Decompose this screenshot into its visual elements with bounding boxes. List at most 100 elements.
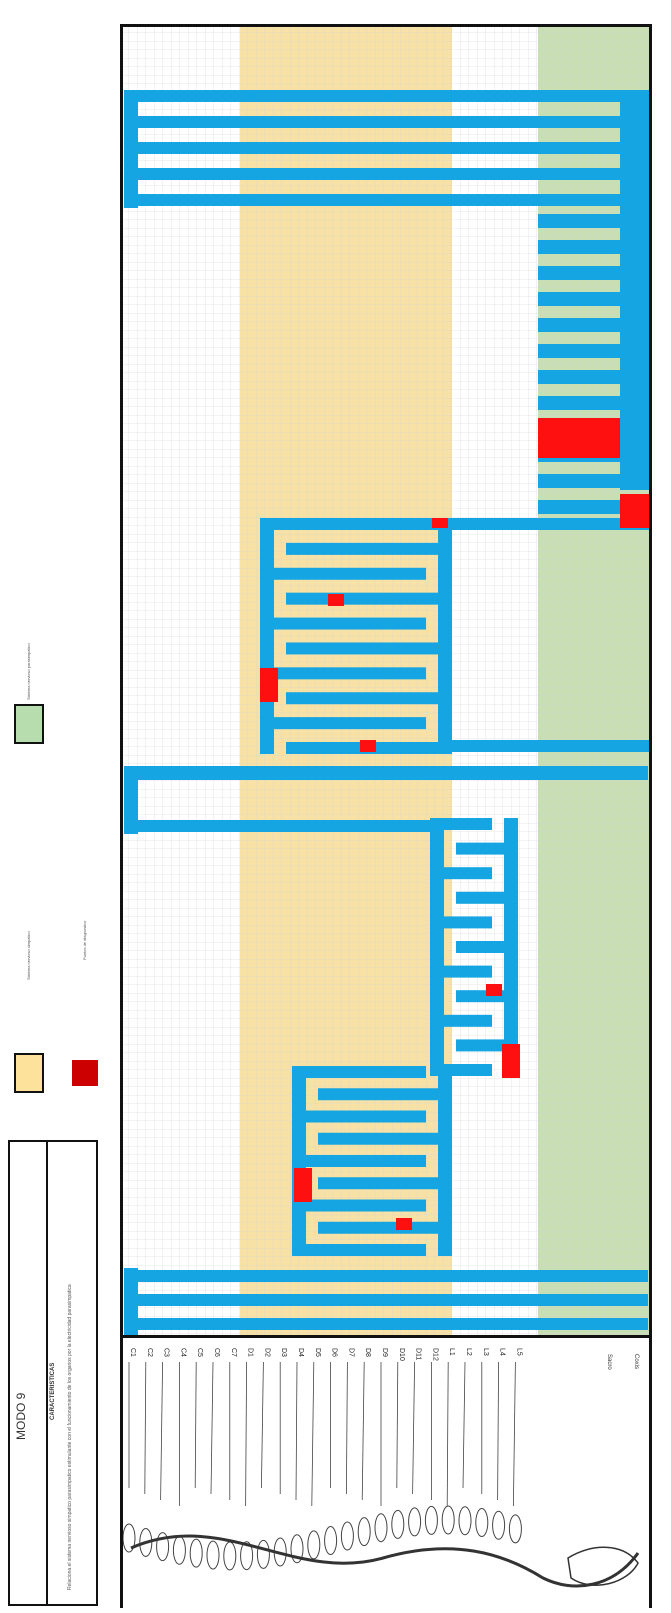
sym-lower-bar-3: [318, 1133, 452, 1145]
diagnostic-point-3: [328, 594, 344, 606]
sacro-label: Sacro: [606, 1354, 612, 1370]
diagnostic-point-7: [502, 1044, 520, 1078]
vertebra-arrow-l2: [463, 1362, 465, 1488]
vertebra-label-l5: L5: [515, 1348, 522, 1356]
diagnostic-point-6: [486, 984, 502, 996]
vertebra-d10: [392, 1510, 404, 1538]
vertebra-label-d4: D4: [297, 1348, 304, 1357]
vertebra-label-c4: C4: [179, 1348, 186, 1357]
vertebra-arrow-c3: [161, 1362, 163, 1500]
sym-middle-bar-0: [430, 818, 492, 830]
diagnostic-point-5: [360, 740, 376, 752]
parasympathetic-swatch: [14, 704, 44, 744]
vertebra-label-l1: L1: [448, 1348, 455, 1356]
vertebra-label-c3: C3: [163, 1348, 170, 1357]
top-long-bar-4: [124, 194, 648, 206]
vertebra-label-d1: D1: [247, 1348, 254, 1357]
vertebra-l4: [493, 1511, 505, 1539]
bottom-long-bar-2: [124, 1318, 648, 1330]
vertebra-d2: [257, 1540, 269, 1568]
vertebra-arrow-d4: [296, 1362, 297, 1500]
vertebra-label-d10: D10: [398, 1348, 405, 1361]
vertebra-l5: [509, 1515, 521, 1543]
vertebra-arrow-d5: [312, 1362, 314, 1506]
vertebra-label-d5: D5: [314, 1348, 321, 1357]
vertebra-d7: [341, 1522, 353, 1550]
vertebra-label-d8: D8: [364, 1348, 371, 1357]
vertebra-label-c2: C2: [146, 1348, 153, 1357]
vertebra-arrow-d2: [261, 1362, 263, 1488]
sym-upper-bar-4: [260, 618, 426, 630]
parasym-bar-1: [538, 240, 628, 254]
pathway-grid: [120, 24, 652, 1338]
sym-upper-connector: [420, 518, 650, 530]
vertebra-arrow-l1: [447, 1362, 448, 1506]
vertebra-arrow-d10: [397, 1362, 398, 1488]
parasym-bar-6: [538, 370, 628, 384]
vertebra-label-c5: C5: [196, 1348, 203, 1357]
sym-upper-bar-2: [260, 568, 426, 580]
sym-middle-bar-4: [430, 916, 492, 928]
sym-middle-bar-1: [456, 843, 518, 855]
vertebra-arrow-l5: [513, 1362, 515, 1506]
vertebra-d11: [409, 1508, 421, 1536]
sym-lower-bar-0: [292, 1066, 426, 1078]
sym-middle-bar-3: [456, 892, 518, 904]
top-left-rail: [124, 90, 138, 208]
vertebra-c6: [207, 1541, 219, 1569]
top-long-bar-2: [124, 142, 648, 154]
vertebra-label-d11: D11: [415, 1348, 422, 1360]
vertebra-label-d3: D3: [280, 1348, 287, 1357]
vertebra-arrow-d7: [346, 1362, 347, 1494]
vertebra-label-d12: D12: [431, 1348, 438, 1361]
legend-panel: MODO 9 CARACTERISTICAS Relaciona el sist…: [0, 0, 110, 1608]
vertebra-arrow-c6: [211, 1362, 213, 1494]
sym-middle-bar-8: [430, 1015, 492, 1027]
sym-upper-bottom-connector: [452, 740, 650, 752]
mode-title: MODO 9: [14, 1393, 28, 1440]
spine-panel: C1C2C3C4C5C6C7D1D2D3D4D5D6D7D8D9D10D11D1…: [120, 1338, 652, 1608]
sym-upper-bar-0: [260, 518, 426, 530]
sym-upper-bar-1: [286, 543, 452, 555]
sym-upper-bar-7: [286, 692, 452, 704]
diagnostic-point-swatch: [72, 1060, 98, 1086]
vertebra-label-d2: D2: [263, 1348, 270, 1357]
vertebra-label-c6: C6: [213, 1348, 220, 1357]
diagnostic-point-0: [538, 418, 620, 458]
vertebra-c4: [173, 1536, 185, 1564]
mid-long-bar-0: [124, 766, 648, 780]
sym-lower-bar-8: [292, 1244, 426, 1256]
vertebra-label-d7: D7: [347, 1348, 354, 1357]
diagnostic-point-2: [432, 518, 448, 528]
vertebra-label-d6: D6: [331, 1348, 338, 1357]
sym-middle-left-rail: [430, 818, 444, 1076]
diagnostic-point-label: Puntos de diagnostico: [82, 921, 87, 960]
vertebra-c5: [190, 1539, 202, 1567]
vertebra-label-d9: D9: [381, 1348, 388, 1357]
characteristics-heading: CARACTERISTICAS: [50, 1363, 56, 1420]
top-long-bar-3: [124, 168, 648, 180]
parasym-bar-7: [538, 396, 628, 410]
nerve-pathway-diagram: [120, 24, 652, 1338]
diagnostic-point-8: [294, 1168, 312, 1202]
parasym-bar-5: [538, 344, 628, 358]
sym-lower-bar-7: [318, 1222, 452, 1234]
vertebra-label-l2: L2: [465, 1348, 472, 1356]
parasym-bar-4: [538, 318, 628, 332]
vertebra-arrow-c2: [145, 1362, 146, 1494]
diagnostic-point-4: [260, 668, 278, 702]
sympathetic-label: Sistema nervioso simpatico: [26, 931, 31, 980]
sym-lower-bar-2: [292, 1111, 426, 1123]
sym-lower-bar-1: [318, 1088, 452, 1100]
bottom-long-bar-0: [124, 1270, 648, 1282]
parasym-bar-0: [538, 214, 628, 228]
vertebra-c7: [224, 1542, 236, 1570]
sym-lower-bar-6: [292, 1200, 426, 1212]
sym-middle-bar-6: [430, 966, 492, 978]
vertebra-arrow-c5: [195, 1362, 196, 1488]
sym-middle-bar-2: [430, 867, 492, 879]
sym-upper-bar-5: [286, 642, 452, 654]
vertebra-d5: [308, 1531, 320, 1559]
